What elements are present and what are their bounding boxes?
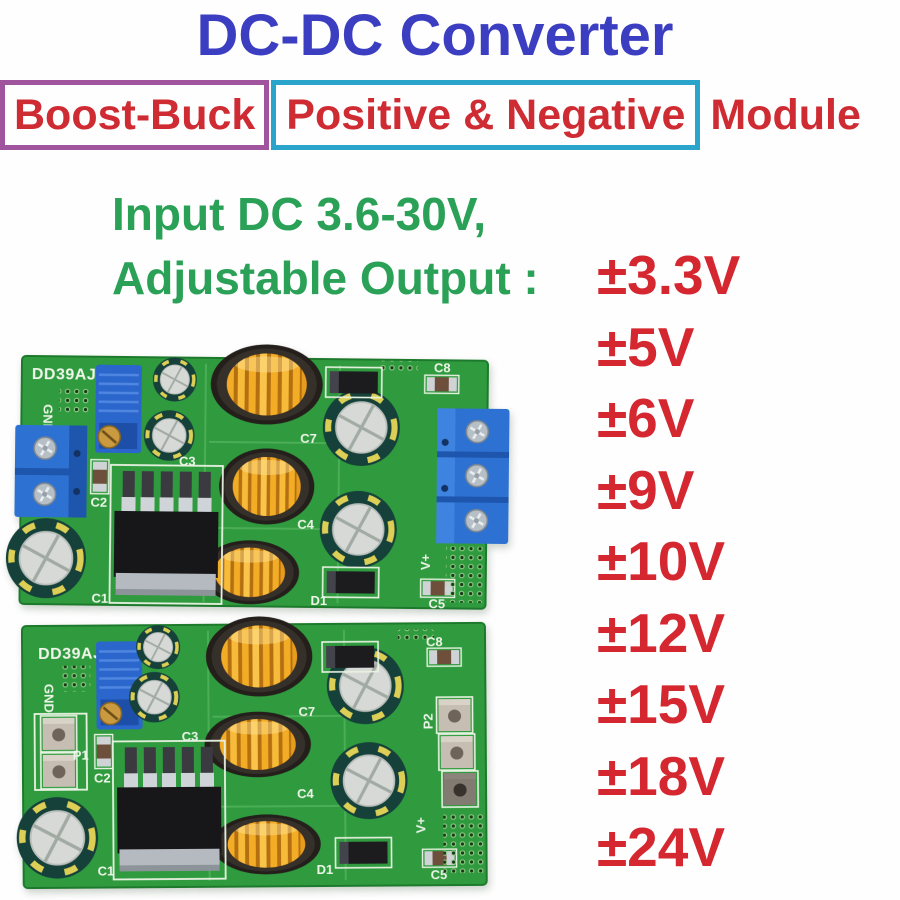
toroidal-inductor <box>206 616 313 697</box>
silkscreen-p2-label: P2 <box>421 713 436 729</box>
smd-resistor <box>89 458 110 495</box>
proto-hole-grid <box>59 386 90 413</box>
silkscreen-model-label: DD39AJP <box>32 366 108 384</box>
solder-pad <box>40 751 78 790</box>
electrolytic-capacitor <box>129 672 180 723</box>
output-voltage-list: ±3.3V ±5V ±6V ±9V ±10V ±12V ±15V ±18V ±2… <box>597 240 740 884</box>
voltage-item: ±12V <box>597 601 726 664</box>
pcb-board-bottom: DD39AJP GND P1 C2 C3 C1 C7 C4 C8 P2 <box>16 615 488 890</box>
diode <box>321 640 380 673</box>
silkscreen-d1-label: D1 <box>310 593 327 608</box>
voltage-regulator-ic <box>113 470 219 596</box>
smd-resistor <box>93 733 114 770</box>
voltage-item: ±3.3V <box>597 244 741 306</box>
diode <box>324 366 383 399</box>
input-spec-text: Input DC 3.6-30V, Adjustable Output : <box>112 182 539 310</box>
silkscreen-gnd-label: GND <box>41 684 56 713</box>
voltage-item: ±9V <box>597 458 695 521</box>
proto-hole-grid <box>62 665 91 692</box>
badge-boost-buck: Boost-Buck <box>0 80 270 150</box>
silkscreen-vplus-label: V+ <box>413 817 428 834</box>
silkscreen-c5-label: C5 <box>428 596 445 611</box>
voltage-regulator-ic <box>116 746 222 872</box>
silkscreen-outline <box>111 739 227 881</box>
proto-hole-grid <box>397 629 435 640</box>
silkscreen-c2-label: C2 <box>90 495 107 510</box>
badge-positive-negative: Positive & Negative <box>271 80 701 150</box>
electrolytic-capacitor <box>134 623 182 672</box>
silkscreen-c8-label: C8 <box>426 634 443 649</box>
solder-pad <box>437 733 476 771</box>
silkscreen-c2-label: C2 <box>94 770 111 785</box>
silkscreen-c7-label: C7 <box>298 704 315 719</box>
voltage-item: ±10V <box>597 530 726 592</box>
voltage-item: ±18V <box>597 744 726 807</box>
voltage-item: ±15V <box>597 673 726 735</box>
screw-terminal-2pin <box>14 425 87 518</box>
solder-pad <box>441 770 479 808</box>
smd-resistor <box>423 374 460 395</box>
electrolytic-capacitor <box>16 797 98 879</box>
pcb-board-top: DD39AJP GND C2 C3 C1 C7 C4 C8 D1 C5 V+ <box>7 342 520 611</box>
voltage-item: ±24V <box>597 816 726 878</box>
adjustable-output-line: Adjustable Output : <box>112 252 539 304</box>
input-range-line: Input DC 3.6-30V, <box>112 188 487 240</box>
voltage-item: ±6V <box>597 387 695 449</box>
silkscreen-c1-label: C1 <box>91 591 108 606</box>
silkscreen-vplus-label: V+ <box>418 553 433 570</box>
silkscreen-outline <box>108 463 224 605</box>
diode <box>334 836 393 869</box>
silkscreen-c5-label: C5 <box>431 867 448 882</box>
subtitle-module: Module <box>710 90 861 139</box>
smd-resistor <box>426 647 462 667</box>
proto-hole-grid <box>445 546 487 603</box>
silkscreen-c4-label: C4 <box>297 786 314 801</box>
product-subtitle: Boost-Buck Positive & Negative Module <box>0 80 861 150</box>
trim-potentiometer <box>93 363 144 455</box>
silkscreen-c4-label: C4 <box>297 517 315 532</box>
screw-terminal-3pin <box>436 408 509 544</box>
diode <box>321 566 380 599</box>
silkscreen-c1-label: C1 <box>98 863 115 878</box>
proto-hole-grid <box>377 360 419 372</box>
proto-hole-grid <box>443 812 484 874</box>
silkscreen-model-label: DD39AJP <box>38 645 114 663</box>
solder-pad <box>39 714 78 753</box>
voltage-item: ±5V <box>597 315 695 378</box>
silkscreen-d1-label: D1 <box>317 862 334 877</box>
electrolytic-capacitor <box>330 742 408 820</box>
solder-pad <box>435 696 474 735</box>
silkscreen-p1-label: P1 <box>73 748 89 763</box>
product-title: DC-DC Converter <box>196 3 674 68</box>
silkscreen-c8-label: C8 <box>434 360 451 375</box>
silkscreen-c7-label: C7 <box>300 431 317 446</box>
silkscreen-outline <box>33 712 88 791</box>
